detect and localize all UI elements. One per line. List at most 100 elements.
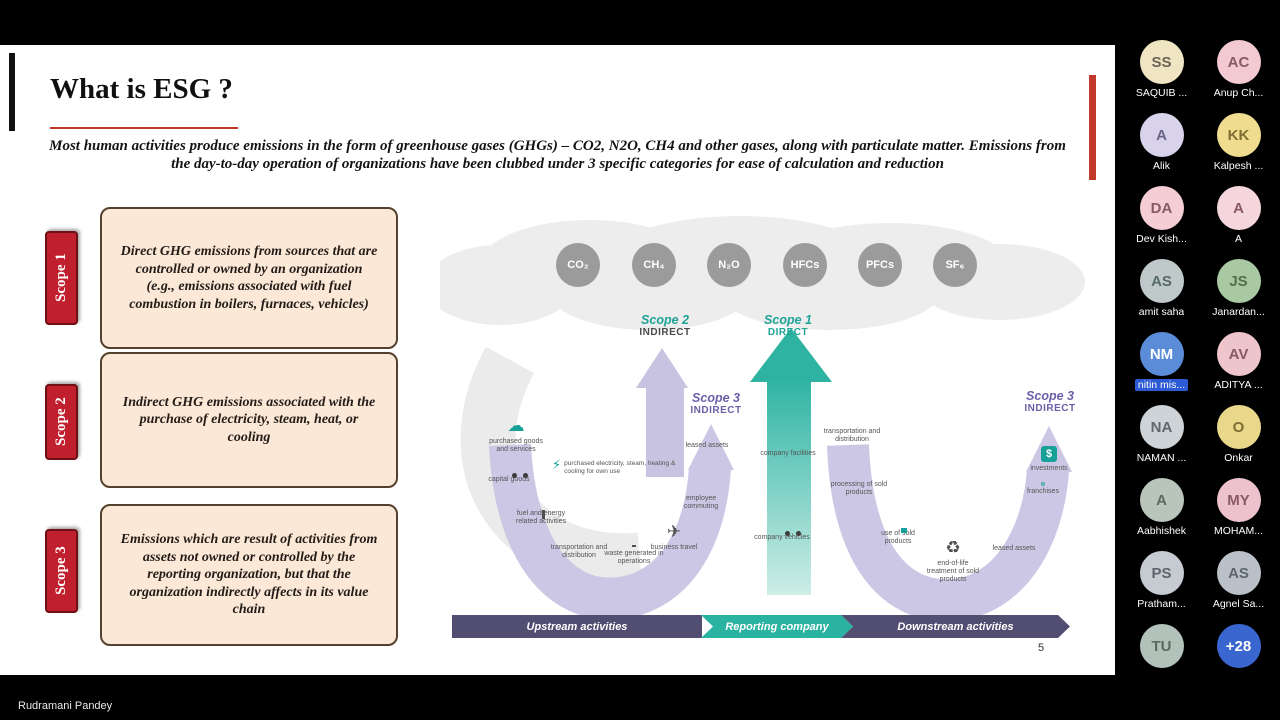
slide-intro: Most human activities produce emissions …	[49, 138, 1066, 172]
right-accent-bar	[1089, 75, 1096, 180]
icon-leased-assets-downstream: leased assets	[992, 545, 1036, 552]
scope2-tab: Scope 2	[45, 384, 78, 460]
avatar: AC	[1216, 40, 1261, 84]
avatar: A	[1139, 113, 1184, 157]
participant-name: SAQUIB ...	[1135, 87, 1188, 99]
participant-name: Onkar	[1224, 452, 1253, 464]
icon-capital-goods: capital goods	[488, 476, 530, 483]
gas-n2o: N₂O	[707, 243, 751, 287]
scope3-text: Emissions which are result of activities…	[120, 532, 378, 618]
activities-bar: Upstream activities Reporting company Do…	[452, 615, 1070, 638]
icon-transport-upstream: transportation and distribution	[550, 544, 608, 560]
participant-name: Alik	[1153, 160, 1170, 172]
reporting-company-segment: Reporting company	[701, 615, 853, 638]
avatar: AS	[1216, 551, 1261, 595]
participant-name: Kalpesh ...	[1213, 160, 1264, 172]
participant-tile[interactable]: AV ADITYA ...	[1201, 332, 1276, 396]
participant-name: Janardan...	[1212, 306, 1265, 318]
downstream-activities-segment: Downstream activities	[841, 615, 1070, 638]
scope1-box: Direct GHG emissions from sources that a…	[100, 207, 398, 349]
electricity-note: ⚡ purchased electricity, steam, heating …	[552, 458, 677, 476]
participant-tile[interactable]: JS Janardan...	[1201, 259, 1276, 323]
participant-name: Pratham...	[1137, 598, 1186, 610]
scope1-text: Direct GHG emissions from sources that a…	[120, 244, 378, 312]
icon-business-travel: ✈ business travel	[643, 522, 705, 552]
participant-tile[interactable]: NA NAMAN ...	[1124, 405, 1199, 469]
scope2-box: Indirect GHG emissions associated with t…	[100, 352, 398, 488]
participant-name: A	[1234, 233, 1242, 245]
icon-investments: $ investments	[1030, 446, 1068, 472]
participants-panel: SS SAQUIB ... AC Anup Ch... A Alik KK Ka…	[1124, 40, 1276, 688]
dollar-icon: $	[1041, 446, 1057, 462]
icon-purchased-goods: ☁ purchased goods and services	[485, 416, 547, 454]
avatar: NM	[1139, 332, 1184, 376]
icon-employee-commuting: employee commuting	[683, 495, 719, 511]
avatar: MY	[1216, 478, 1261, 522]
plane-icon: ✈	[666, 522, 682, 542]
participant-tile[interactable]: A A	[1201, 186, 1276, 250]
avatar: AV	[1216, 332, 1261, 376]
avatar: KK	[1216, 113, 1261, 157]
icon-fuel-energy: fuel and energy related activities	[515, 510, 567, 526]
avatar: A	[1216, 186, 1261, 230]
participant-tile[interactable]: NM nitin mis...	[1124, 332, 1199, 396]
avatar: PS	[1139, 551, 1184, 595]
icon-leased-assets-upstream: leased assets	[685, 442, 729, 449]
participant-tile[interactable]: AC Anup Ch...	[1201, 40, 1276, 104]
plug-icon: ⚡	[552, 458, 562, 473]
participant-tile[interactable]: DA Dev Kish...	[1124, 186, 1199, 250]
icon-company-vehicles: company vehicles	[754, 534, 810, 541]
scope2-text: Indirect GHG emissions associated with t…	[122, 394, 376, 445]
participant-name: Dev Kish...	[1136, 233, 1187, 245]
participant-tile[interactable]: A Aabhishek	[1124, 478, 1199, 542]
participant-tile[interactable]: TU	[1124, 624, 1199, 688]
scope3-downstream-label: Scope 3 INDIRECT	[1024, 389, 1076, 414]
title-accent-bar	[9, 53, 15, 131]
participant-tile[interactable]: A Alik	[1124, 113, 1199, 177]
participant-name: NAMAN ...	[1136, 452, 1187, 464]
participant-tile[interactable]: O Onkar	[1201, 405, 1276, 469]
participant-tile[interactable]: SS SAQUIB ...	[1124, 40, 1199, 104]
avatar: A	[1139, 478, 1184, 522]
gas-sf6: SF₆	[933, 243, 977, 287]
scope1-tab: Scope 1	[45, 231, 78, 325]
gas-co2: CO₂	[556, 243, 600, 287]
avatar: AS	[1139, 259, 1184, 303]
icon-use-of-sold: use of sold products	[881, 530, 915, 546]
scope3-box: Emissions which are result of activities…	[100, 504, 398, 646]
icon-processing-sold: processing of sold products	[830, 481, 888, 497]
participant-name: nitin mis...	[1134, 379, 1189, 391]
scope3-tab: Scope 3	[45, 529, 78, 613]
participant-name: amit saha	[1138, 306, 1185, 318]
avatar: DA	[1139, 186, 1184, 230]
icon-end-of-life: ♻ end-of-life treatment of sold products	[922, 538, 984, 584]
participant-tile[interactable]: KK Kalpesh ...	[1201, 113, 1276, 177]
participant-tile[interactable]: AS amit saha	[1124, 259, 1199, 323]
icon-transport-downstream: transportation and distribution	[823, 428, 881, 444]
cloud-icon: ☁	[507, 416, 525, 436]
participant-name: Agnel Sa...	[1212, 598, 1265, 610]
participant-overflow-tile[interactable]: +28	[1201, 624, 1276, 688]
title-underline	[50, 127, 238, 129]
avatar: NA	[1139, 405, 1184, 449]
upstream-activities-segment: Upstream activities	[452, 615, 702, 638]
overflow-badge: +28	[1216, 624, 1261, 668]
scope2-diagram-label: Scope 2 INDIRECT	[639, 313, 691, 338]
icon-company-facilities: company facilities	[760, 450, 816, 457]
icon-waste: waste generated in operations	[604, 550, 664, 566]
recycle-icon: ♻	[945, 538, 961, 558]
presentation-slide: What is ESG ? Most human activities prod…	[0, 45, 1115, 675]
icon-franchises: franchises	[1027, 488, 1059, 495]
scope1-diagram-label: Scope 1 DIRECT	[764, 313, 812, 338]
electricity-note-text: purchased electricity, steam, heating & …	[564, 460, 676, 475]
presenter-name: Rudramani Pandey	[18, 700, 113, 712]
scope3-upstream-label: Scope 3 INDIRECT	[690, 391, 742, 416]
avatar: TU	[1139, 624, 1184, 668]
participant-tile[interactable]: MY MOHAM...	[1201, 478, 1276, 542]
participant-tile[interactable]: PS Pratham...	[1124, 551, 1199, 615]
avatar: O	[1216, 405, 1261, 449]
participant-name: Aabhishek	[1136, 525, 1187, 537]
ghg-scopes-diagram: CO₂ CH₄ N₂O HFCs PFCs SF₆ Scope 2 INDIRE…	[440, 210, 1090, 672]
participant-tile[interactable]: AS Agnel Sa...	[1201, 551, 1276, 615]
